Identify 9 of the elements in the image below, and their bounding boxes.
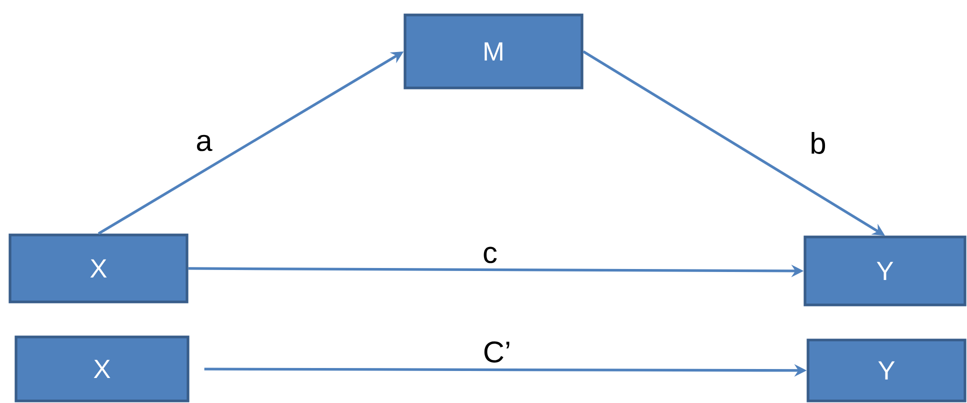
variable-box: X (14, 336, 190, 402)
variable-box: M (404, 14, 584, 90)
variable-box: Y (806, 338, 966, 402)
edge-label: c (480, 245, 500, 265)
variable-box: X (8, 234, 188, 304)
variable-box: Y (804, 236, 966, 306)
edge-label: C’ (481, 340, 513, 364)
edge-label: a (194, 133, 214, 153)
edge-label: b (808, 130, 828, 156)
